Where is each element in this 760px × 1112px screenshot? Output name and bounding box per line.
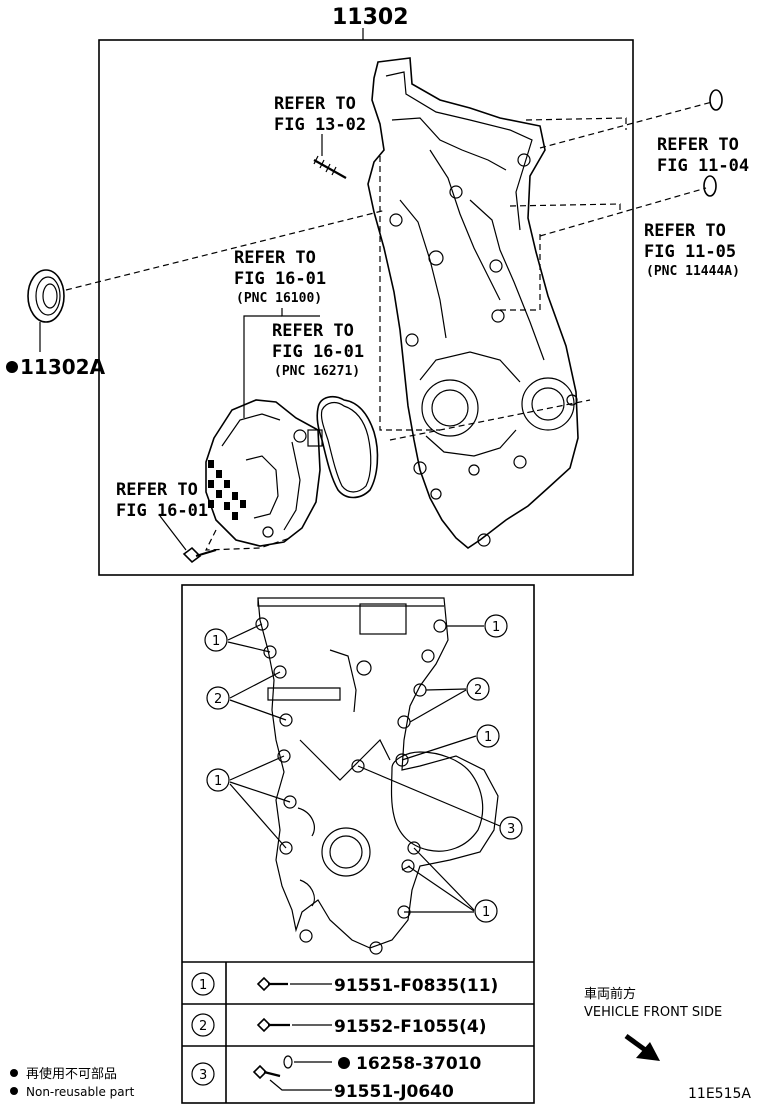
refer-fig-16-01-b-line1: REFER TO (272, 321, 354, 341)
callout-2-a[interactable]: 2 (206, 686, 230, 710)
top-frame (98, 39, 634, 576)
o-ring-11-04 (709, 89, 723, 111)
callout-2-a-label: 2 (214, 692, 222, 707)
non-reusable-dot-icon (10, 1087, 18, 1095)
refer-fig-16-01-a-line2: FIG 16-01 (234, 269, 326, 289)
callout-1-d[interactable]: 1 (206, 768, 230, 792)
vehicle-front-en: VEHICLE FRONT SIDE (584, 1005, 722, 1020)
pump-bolt-drawing (182, 546, 217, 564)
refer-fig-16-01-bolt[interactable]: REFER TO FIG 16-01 (116, 480, 208, 521)
refer-fig-11-05-line1: REFER TO (644, 221, 726, 241)
legend-row-1-part: 91551-F0835(11) (334, 976, 498, 996)
refer-fig-11-05-line2: FIG 11-05 (644, 242, 736, 262)
legend-row-2[interactable]: 2 91552-F1055(4) (191, 1013, 487, 1037)
refer-fig-16-01-pnc-16271[interactable]: REFER TO FIG 16-01 (PNC 16271) (272, 321, 364, 379)
bottom-section: 1 1 2 2 1 1 3 1 (181, 584, 535, 1104)
refer-fig-16-01-c-line1: REFER TO (116, 480, 198, 500)
non-reusable-jp: 再使用不可部品 (26, 1066, 117, 1082)
cover-front-view (257, 597, 499, 949)
callout-1-e-label: 1 (482, 905, 490, 920)
refer-fig-16-01-a-line1: REFER TO (234, 248, 316, 268)
legend-table: 1 91551-F0835(11) 2 91552-F1055(4) (182, 961, 534, 1103)
non-reusable-en: Non-reusable part (26, 1085, 135, 1099)
non-reusable-dot-icon (10, 1069, 18, 1077)
front-arrow-icon (624, 1033, 660, 1061)
legend-row-1-num: 1 (199, 978, 207, 993)
callout-1-d-label: 1 (214, 774, 222, 789)
bolt-location-frame (181, 584, 535, 1104)
callout-1-e[interactable]: 1 (474, 899, 498, 923)
non-reusable-dot-icon (6, 361, 18, 373)
callout-2-b[interactable]: 2 (466, 677, 490, 701)
callout-1-c-label: 1 (484, 730, 492, 745)
legend-row-3-part-b: 91551-J0640 (334, 1082, 454, 1102)
water-pump-drawing (205, 399, 323, 547)
refer-fig-11-05[interactable]: REFER TO FIG 11-05 (PNC 11444A) (644, 221, 740, 279)
refer-fig-16-01-pnc-16100[interactable]: REFER TO FIG 16-01 (PNC 16100) (234, 248, 326, 306)
legend-row-3-part-a: 16258-37010 (356, 1054, 482, 1074)
callout-3-a-label: 3 (507, 822, 515, 837)
legend-row-3-num: 3 (199, 1068, 207, 1083)
refer-fig-11-04-line2: FIG 11-04 (657, 156, 749, 176)
part-number-11302a-label: 11302A (20, 355, 106, 379)
callout-1-a-label: 1 (212, 634, 220, 649)
callout-leaders (227, 623, 501, 913)
oil-seal-drawing (27, 269, 65, 323)
callout-3-a[interactable]: 3 (499, 816, 523, 840)
callout-1-a[interactable]: 1 (204, 628, 228, 652)
vehicle-front-jp: 車両前方 (584, 986, 636, 1002)
top-section: 11302 (6, 5, 749, 576)
refer-fig-13-02-line1: REFER TO (274, 94, 356, 114)
refer-fig-11-05-pnc: (PNC 11444A) (646, 264, 740, 279)
callout-1-c[interactable]: 1 (476, 724, 500, 748)
legend-row-2-num: 2 (199, 1019, 207, 1034)
refer-fig-16-01-b-line2: FIG 16-01 (272, 342, 364, 362)
legend-row-2-part: 91552-F1055(4) (334, 1017, 487, 1037)
refer-fig-13-02[interactable]: REFER TO FIG 13-02 (274, 94, 366, 135)
bolt-icon (256, 976, 288, 992)
non-reusable-dot-icon (338, 1057, 350, 1069)
part-number-11302[interactable]: 11302 (332, 5, 409, 30)
callout-2-b-label: 2 (474, 683, 482, 698)
callout-1-b[interactable]: 1 (484, 614, 508, 638)
part-number-11302a[interactable]: 11302A (6, 355, 106, 379)
legend-row-3[interactable]: 3 16258-37010 91551-J0640 (191, 1054, 482, 1102)
refer-fig-16-01-a-pnc: (PNC 16100) (236, 291, 322, 306)
o-ring-11-05 (703, 175, 717, 197)
bolt-with-washer-icon (252, 1055, 293, 1080)
legend-row-1[interactable]: 1 91551-F0835(11) (191, 972, 498, 996)
callout-1-b-label: 1 (492, 620, 500, 635)
refer-fig-11-04[interactable]: REFER TO FIG 11-04 (657, 135, 749, 176)
refer-fig-11-04-line1: REFER TO (657, 135, 739, 155)
figure-code: 11E515A (688, 1086, 751, 1102)
timing-cover-drawing (367, 57, 579, 549)
refer-fig-16-01-b-pnc: (PNC 16271) (274, 364, 360, 379)
bolt-icon (256, 1017, 290, 1033)
vehicle-front-indicator: 車両前方 VEHICLE FRONT SIDE (584, 986, 722, 1061)
refer-fig-16-01-c-line2: FIG 16-01 (116, 501, 208, 521)
impeller-fins (208, 460, 246, 520)
non-reusable-note: 再使用不可部品 Non-reusable part (10, 1066, 135, 1099)
refer-fig-13-02-line2: FIG 13-02 (274, 115, 366, 135)
stud-bolt-drawing (313, 155, 347, 179)
water-pump-gasket (316, 395, 379, 499)
